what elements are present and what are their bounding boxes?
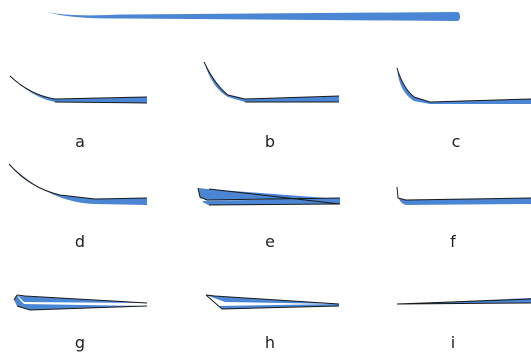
option-b-shape[interactable] (203, 61, 340, 103)
option-h-label: h (265, 333, 275, 352)
option-f-shape[interactable] (396, 186, 531, 205)
option-f-label: f (450, 232, 456, 251)
option-d-shape[interactable] (8, 163, 148, 205)
option-a-label: a (75, 132, 85, 151)
option-c-label: c (452, 132, 461, 151)
option-g-shape[interactable] (13, 294, 148, 311)
option-h-shape[interactable] (205, 294, 340, 310)
reference-shape-body (47, 12, 460, 21)
reference-stroke-shape (47, 12, 460, 21)
option-i-label: i (451, 333, 455, 352)
option-g-label: g (75, 333, 85, 352)
option-d-label: d (75, 232, 85, 251)
option-c-shape[interactable] (396, 67, 531, 104)
option-i-shape[interactable] (396, 298, 531, 305)
option-e-label: e (265, 232, 275, 251)
option-b-label: b (265, 132, 275, 151)
option-a-shape[interactable] (9, 75, 148, 104)
option-e-shape[interactable] (197, 187, 341, 206)
